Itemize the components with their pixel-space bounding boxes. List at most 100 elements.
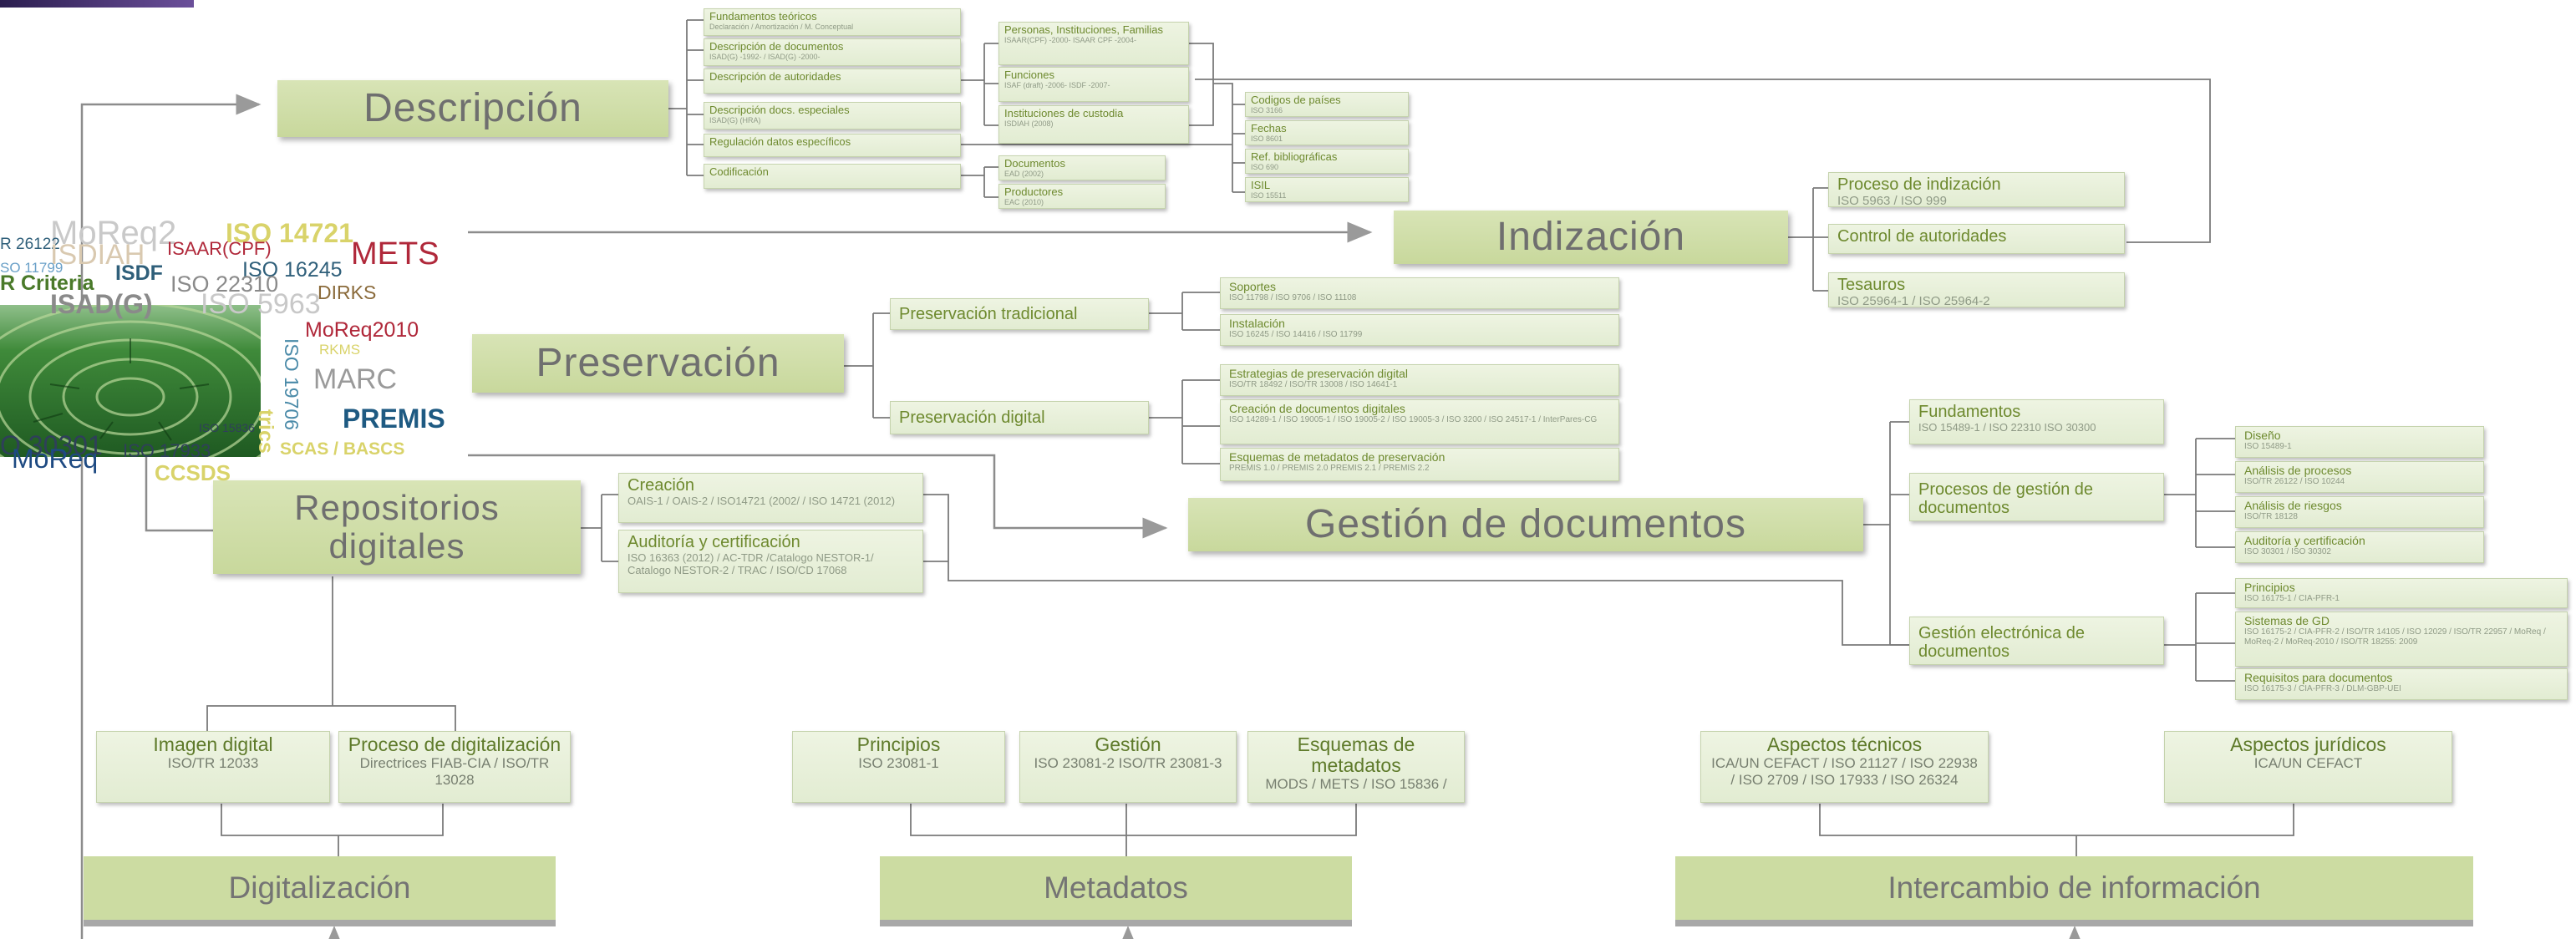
category-label: Intercambio de información bbox=[1888, 870, 2261, 905]
item-sub: ISO 16175-3 / CIA-PFR-3 / DLM-GBP-UEI bbox=[2244, 684, 2401, 693]
node-preservacion[interactable]: Preservación bbox=[472, 334, 844, 393]
item-sub: ISO 11798 / ISO 9706 / ISO 11108 bbox=[1229, 293, 1357, 302]
word-cloud-term: R Criteria bbox=[0, 272, 94, 295]
category-digitalizacion[interactable]: Digitalización bbox=[84, 856, 556, 926]
descripcion-item[interactable]: Descripción de autoridades bbox=[704, 69, 961, 94]
node-descripcion-label: Descripción bbox=[363, 86, 582, 130]
item-title: Principios bbox=[856, 733, 941, 755]
descripcion-item[interactable]: Regulación datos específicos bbox=[704, 134, 961, 157]
item-title: Fechas bbox=[1251, 122, 1287, 135]
gestion-item[interactable]: Gestión electrónica de documentos bbox=[1909, 617, 2164, 665]
item-title: Proceso de indización bbox=[1837, 175, 2001, 194]
category-metadatos[interactable]: Metadatos bbox=[880, 856, 1352, 926]
item-sub: ISO 16175-2 / CIA-PFR-2 / ISO/TR 14105 /… bbox=[2244, 627, 2546, 647]
preservacion-branch-digital[interactable]: Preservación digital bbox=[890, 401, 1149, 434]
word-cloud-term: SO 11799 bbox=[0, 260, 64, 276]
item-sub: ISAAR(CPF) -2000- ISAAR CPF -2004- bbox=[1004, 36, 1137, 44]
word-cloud-term: R 26122 bbox=[0, 236, 60, 253]
item-title: Procesos de gestión de documentos bbox=[1918, 480, 2094, 517]
item-title: Instituciones de custodia bbox=[1004, 107, 1124, 119]
node-indizacion[interactable]: Indización bbox=[1394, 211, 1788, 264]
item-title: Tesauros bbox=[1837, 276, 1906, 294]
node-repositorios-line2: digitales bbox=[328, 526, 465, 566]
item-sub: ISO 16175-1 / CIA-PFR-1 bbox=[2244, 594, 2340, 603]
branch-label: Preservación digital bbox=[899, 409, 1045, 427]
item-title: Soportes bbox=[1229, 280, 1277, 293]
item-title: Imagen digital bbox=[153, 733, 273, 755]
item-title: ISIL bbox=[1251, 179, 1271, 191]
maze-image bbox=[0, 305, 261, 457]
word-cloud-term: ISO 15836 bbox=[199, 421, 255, 434]
word-cloud-term: ISDIAH bbox=[50, 239, 145, 271]
gestion-item[interactable]: Procesos de gestión de documentos bbox=[1909, 473, 2164, 521]
word-cloud-term: ISO 16245 bbox=[242, 258, 343, 282]
category-intercambio[interactable]: Intercambio de información bbox=[1675, 856, 2473, 926]
word-cloud-term: ISO 19706 bbox=[281, 338, 302, 430]
item-title: Gestión bbox=[1095, 733, 1161, 755]
node-descripcion[interactable]: Descripción bbox=[277, 80, 668, 137]
category-label: Digitalización bbox=[228, 870, 411, 905]
item-title: Fundamentos teóricos bbox=[709, 10, 817, 23]
word-cloud-term: MoReq bbox=[12, 444, 99, 474]
item-title: Esquemas de metadatos bbox=[1297, 733, 1415, 776]
word-cloud-term: MARC bbox=[313, 363, 398, 395]
indizacion-item[interactable]: Control de autoridades bbox=[1828, 224, 2125, 254]
node-gestion-label: Gestión de documentos bbox=[1305, 502, 1746, 546]
item-sub: EAC (2010) bbox=[1004, 198, 1044, 206]
word-cloud-term: SCAS / BASCS bbox=[280, 439, 405, 459]
item-title: Análisis de riesgos bbox=[2244, 499, 2342, 512]
word-cloud-term: ISAD(G) bbox=[50, 289, 153, 319]
item-sub: ISO/TR 12033 bbox=[167, 755, 259, 771]
item-title: Aspectos técnicos bbox=[1766, 733, 1923, 755]
node-gestion-documentos[interactable]: Gestión de documentos bbox=[1188, 498, 1863, 551]
item-sub: ISO 3166 bbox=[1251, 106, 1283, 114]
item-sub: ICA/UN CEFACT bbox=[2253, 755, 2363, 771]
node-repositorios-digitales[interactable]: Repositorios digitales bbox=[213, 480, 581, 574]
item-sub: EAD (2002) bbox=[1004, 170, 1044, 178]
category-label: Metadatos bbox=[1044, 870, 1188, 905]
branch-label: Preservación tradicional bbox=[899, 305, 1078, 323]
item-title: Principios bbox=[2244, 581, 2295, 594]
preservacion-branch-tradicional[interactable]: Preservación tradicional bbox=[890, 298, 1149, 330]
item-title: Codificación bbox=[709, 165, 769, 178]
descripcion-item[interactable]: Codificación bbox=[704, 164, 961, 189]
word-cloud-term: ISO 17933 bbox=[123, 440, 211, 461]
